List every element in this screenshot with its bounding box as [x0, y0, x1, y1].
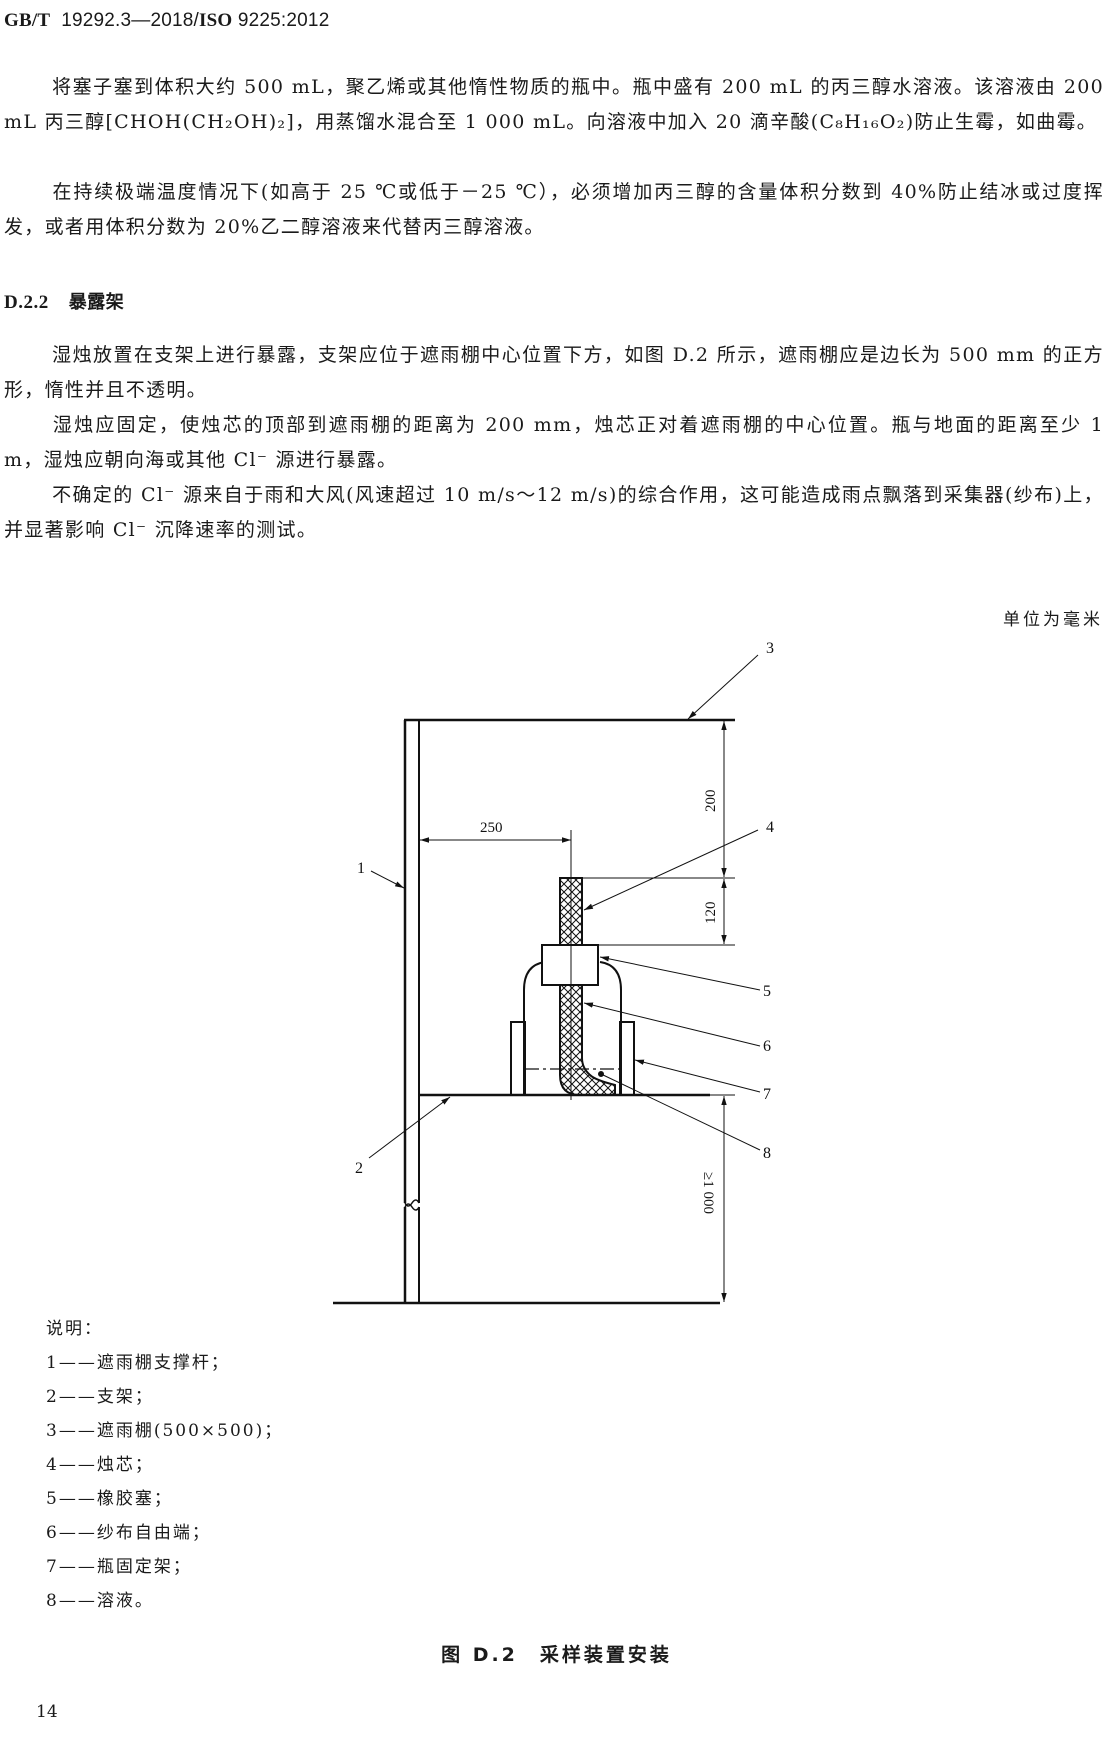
dim-120-label: 120: [703, 902, 719, 925]
section-title: 暴露架: [68, 292, 125, 313]
callout-1: 1: [357, 860, 365, 877]
legend-item: 3——遮雨棚(500×500)；: [46, 1421, 284, 1441]
callout-3: 3: [766, 640, 774, 657]
callout-6: 6: [763, 1038, 771, 1055]
page-number: 14: [36, 1702, 58, 1722]
legend-item: 4——烛芯；: [46, 1455, 154, 1475]
paragraph-exposure-rack: 湿烛放置在支架上进行暴露，支架应位于遮雨棚中心位置下方，如图 D.2 所示，遮雨…: [4, 344, 1104, 401]
callout-5: 5: [763, 983, 771, 1000]
dim-height-label: ≥1 000: [700, 1172, 716, 1214]
paragraph-wet-candle-fixing: 湿烛应固定，使烛芯的顶部到遮雨棚的距离为 200 mm，烛芯正对着遮雨棚的中心位…: [4, 414, 1104, 471]
dim-250-label: 250: [480, 820, 503, 836]
legend-item: 5——橡胶塞；: [46, 1489, 173, 1509]
paragraph-chloride-sources: 不确定的 Cl⁻ 源来自于雨和大风(风速超过 10 m/s～12 m/s)的综合…: [4, 484, 1104, 541]
dim-200-label: 200: [703, 790, 719, 813]
paragraph-extreme-temperature: 在持续极端温度情况下(如高于 25 ℃或低于－25 ℃），必须增加丙三醇的含量体…: [4, 181, 1104, 238]
figure-legend: 说明： 1——遮雨棚支撑杆； 2——支架； 3——遮雨棚(500×500)； 4…: [46, 1312, 283, 1618]
standard-prefix: GB/T: [4, 10, 51, 31]
callout-7: 7: [763, 1086, 771, 1103]
legend-item: 2——支架；: [46, 1387, 154, 1407]
section-heading: D.2.2 暴露架: [4, 288, 124, 314]
support-pole: [403, 720, 420, 1303]
iso-prefix: ISO: [199, 10, 233, 31]
document-header: GB/T 19292.3—2018/ISO 9225:2012: [4, 10, 329, 32]
callout-4: 4: [766, 819, 774, 836]
standard-number: 19292.3—2018/: [61, 10, 200, 31]
callout-8: 8: [763, 1145, 771, 1162]
figure-caption: 图 D.2 采样装置安装: [441, 1644, 672, 1666]
legend-item: 6——纱布自由端；: [46, 1523, 211, 1543]
legend-item: 1——遮雨棚支撑杆；: [46, 1353, 230, 1373]
section-number: D.2.2: [4, 292, 49, 313]
iso-number: 9225:2012: [237, 10, 330, 31]
legend-item: 7——瓶固定架；: [46, 1557, 192, 1577]
legend-item: 8——溶液。: [46, 1591, 154, 1611]
unit-note: 单位为毫米: [1003, 610, 1103, 630]
legend-title: 说明：: [46, 1319, 103, 1339]
paragraph-bottle-solution: 将塞子塞到体积大约 500 mL，聚乙烯或其他惰性物质的瓶中。瓶中盛有 200 …: [4, 76, 1104, 133]
callout-2: 2: [355, 1160, 363, 1177]
